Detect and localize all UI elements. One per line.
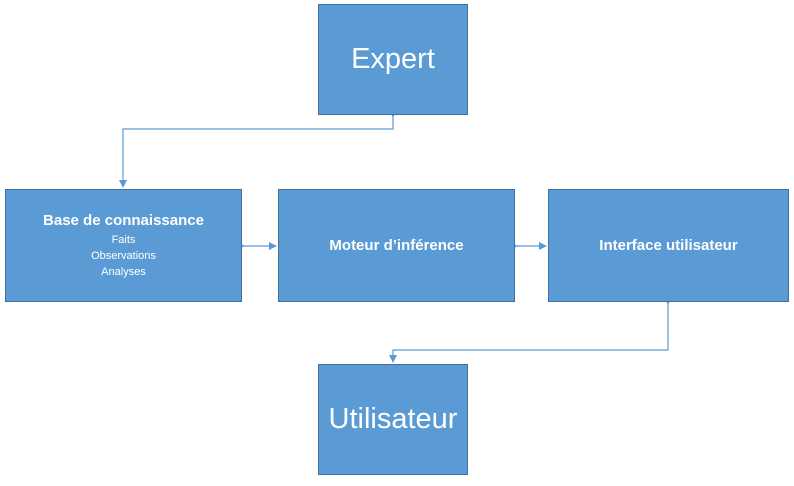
inference-engine-node: Moteur d’inférence bbox=[278, 189, 515, 302]
expert-label: Expert bbox=[351, 43, 435, 75]
user-interface-node: Interface utilisateur bbox=[548, 189, 789, 302]
knowledge-base-node: Base de connaissance Faits Observations … bbox=[5, 189, 242, 302]
inference-engine-label: Moteur d’inférence bbox=[329, 237, 464, 254]
user-node: Utilisateur bbox=[318, 364, 468, 475]
knowledge-base-item: Faits bbox=[111, 233, 136, 246]
knowledge-base-label: Base de connaissance bbox=[43, 211, 204, 229]
expert-node: Expert bbox=[318, 4, 468, 115]
knowledge-base-item: Analyses bbox=[101, 265, 146, 278]
knowledge-base-item: Observations bbox=[91, 249, 156, 262]
connector-expert-knowledge-base bbox=[119, 110, 397, 188]
connector-interface-user bbox=[389, 297, 672, 363]
user-label: Utilisateur bbox=[328, 403, 458, 435]
user-interface-label: Interface utilisateur bbox=[599, 237, 738, 254]
